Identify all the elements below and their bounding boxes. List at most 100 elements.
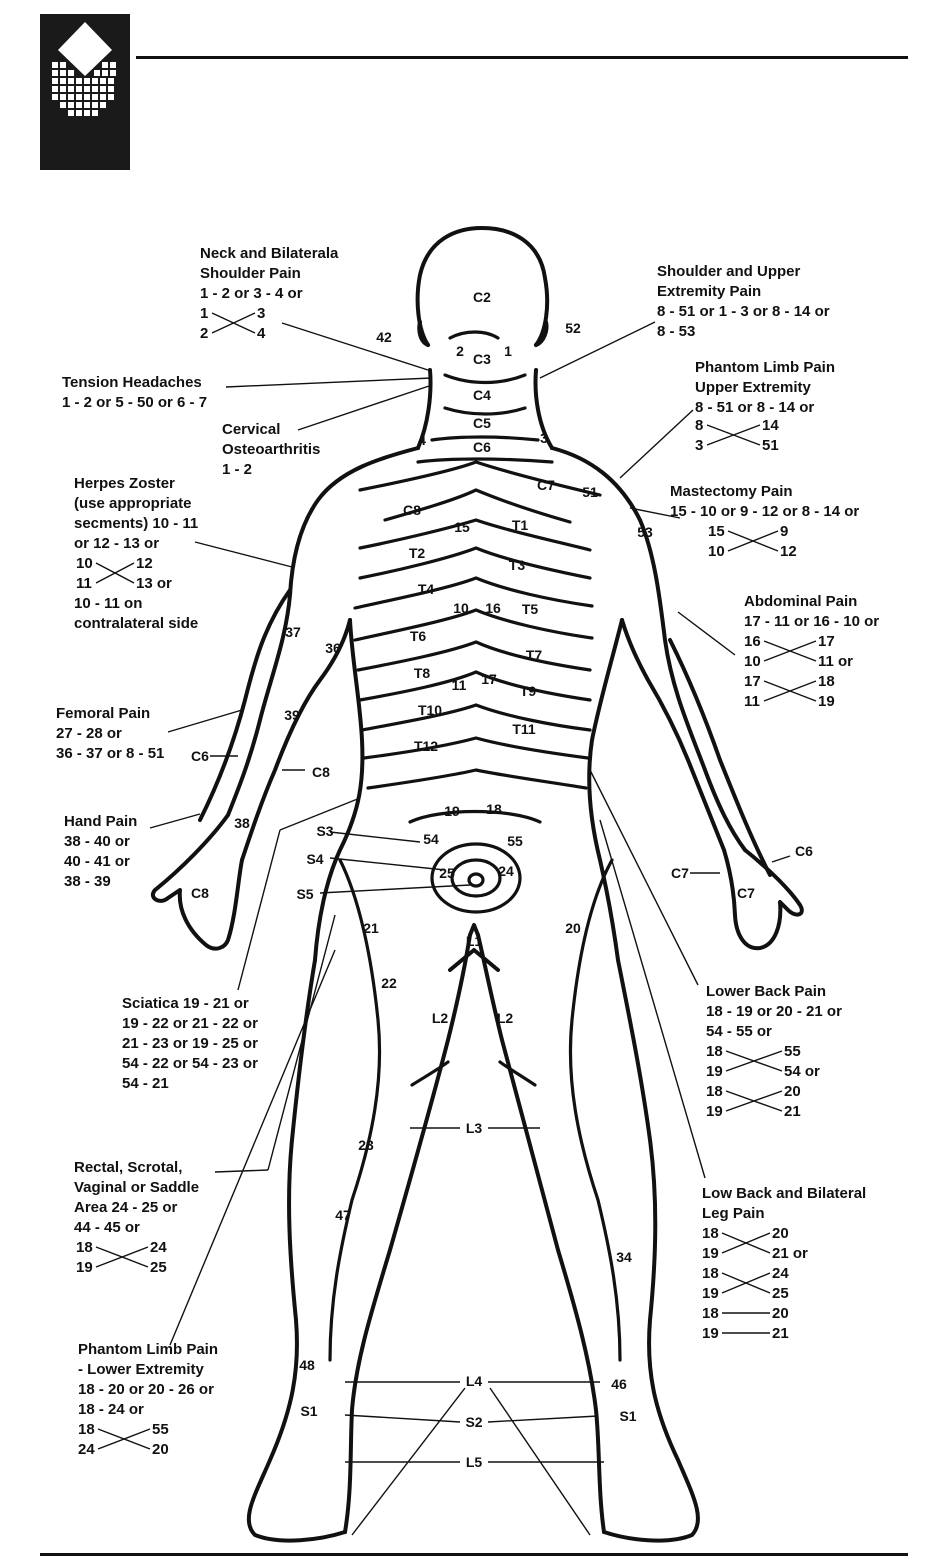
dermatome-label: S5 <box>296 886 313 902</box>
annotation-rectal-line: Vaginal or Saddle <box>74 1179 199 1196</box>
torso-left <box>313 618 365 962</box>
pair-bottom-left: 24 <box>78 1441 95 1458</box>
dermatome-label: 34 <box>616 1249 632 1265</box>
pair-bottom-right: 19 <box>818 693 835 710</box>
pair-top-right: 14 <box>762 417 779 434</box>
annotation-rectal-line: Rectal, Scrotal, <box>74 1159 182 1176</box>
dermatome-label: C8 <box>312 764 330 780</box>
dermatome-label: C7 <box>737 885 755 901</box>
dermatome-label: T9 <box>520 683 537 699</box>
dermatome-label: 19 <box>444 803 460 819</box>
pair-top-right: 17 <box>818 633 835 650</box>
pair-cross-line <box>721 1272 771 1294</box>
annotation-neck-shoulder-line: 1 - 2 or 3 - 4 or <box>200 285 303 302</box>
annotation-lower-back-line: Lower Back Pain <box>706 983 826 1000</box>
annotation-phantom-lower-line: 18 - 20 or 20 - 26 or <box>78 1381 214 1398</box>
dermatome-label: C7 <box>671 865 689 881</box>
pair-top-right: 9 <box>780 523 788 540</box>
pair-left: 19 <box>702 1325 719 1342</box>
dermatome-label: 52 <box>565 320 581 336</box>
dermatome-label: L1 <box>466 933 483 949</box>
dermatome-label: S4 <box>306 851 323 867</box>
annotation-hand-line: 38 - 39 <box>64 873 111 890</box>
neck-left <box>416 368 433 450</box>
dermatome-label: 22 <box>381 975 397 991</box>
annotation-femoral-line: 27 - 28 or <box>56 725 122 742</box>
pair-top-left: 8 <box>695 417 703 434</box>
annotation-herpes-line: or 12 - 13 or <box>74 535 159 552</box>
dermatome-label: 51 <box>582 484 598 500</box>
pair-bottom-right: 20 <box>152 1441 169 1458</box>
dermatome-label: C6 <box>473 439 491 455</box>
pair-top-left: 18 <box>702 1265 719 1282</box>
annotation-phantom-upper-line: Phantom Limb Pain <box>695 359 835 376</box>
dermatome-label: C6 <box>191 748 209 764</box>
annotation-hand-line: 40 - 41 or <box>64 853 130 870</box>
annotation-rectal-line: 44 - 45 or <box>74 1219 140 1236</box>
annotation-sciatica-line: Sciatica 19 - 21 or <box>122 995 249 1012</box>
pair-left: 18 <box>702 1305 719 1322</box>
pair-top-right: 20 <box>772 1225 789 1242</box>
annotation-herpes-line: (use appropriate <box>74 495 192 512</box>
leader-lines <box>149 321 791 1536</box>
annotation-phantom-lower-line: Phantom Limb Pain <box>78 1341 218 1358</box>
right-leg-inner <box>476 933 606 1534</box>
pair-cross-line <box>211 312 256 334</box>
annotation-phantom-lower-line: - Lower Extremity <box>78 1361 205 1378</box>
dermatome-label: 21 <box>363 920 379 936</box>
pair-bottom-right: 4 <box>257 325 266 342</box>
dermatome-label: 53 <box>637 524 653 540</box>
pair-cross-line <box>706 424 761 446</box>
dermatome-label: S1 <box>300 1403 317 1419</box>
dermatome-label: T1 <box>512 517 529 533</box>
annotation-cervical-line: Cervical <box>222 421 280 438</box>
dermatome-label: C5 <box>473 415 491 431</box>
pair-cross-line <box>95 1246 149 1268</box>
annotation-sciatica-line: 54 - 22 or 54 - 23 or <box>122 1055 258 1072</box>
pair-cross-line <box>763 680 817 702</box>
dermatome-label: 15 <box>454 519 470 535</box>
dermatome-label: 18 <box>486 801 502 817</box>
pair-bottom-right: 13 or <box>136 575 172 592</box>
pair-bottom-right: 11 or <box>818 653 853 670</box>
left-shoulder <box>226 446 420 817</box>
header-rule <box>136 56 908 59</box>
annotation-hand-line: 38 - 40 or <box>64 833 130 850</box>
annotation-sciatica-line: 19 - 22 or 21 - 22 or <box>122 1015 258 1032</box>
dermatome-label: 20 <box>565 920 581 936</box>
dermatome-label: C7 <box>537 477 555 493</box>
pair-right: 21 <box>772 1325 789 1342</box>
pair-bottom-right: 25 <box>772 1285 789 1302</box>
dermatome-label: 54 <box>423 831 439 847</box>
pair-top-right: 55 <box>152 1421 169 1438</box>
right-arm-outer <box>722 848 804 951</box>
pair-bottom-left: 19 <box>706 1063 723 1080</box>
dermatome-label: 36 <box>325 640 341 656</box>
dermatome-label: C6 <box>795 843 813 859</box>
pair-top-right: 20 <box>784 1083 801 1100</box>
dermatome-label: 11 <box>452 677 467 693</box>
pair-bottom-left: 10 <box>708 543 725 560</box>
dermatome-label: S1 <box>619 1408 636 1424</box>
pair-top-left: 16 <box>744 633 761 650</box>
annotation-abdominal-line: 17 - 11 or 16 - 10 or <box>744 613 879 630</box>
dermatome-label: S3 <box>316 823 333 839</box>
right-arm-mid <box>668 638 772 877</box>
dermatome-label: T11 <box>512 721 536 737</box>
left-arm-outer <box>150 813 244 951</box>
pair-bottom-left: 2 <box>200 325 208 342</box>
pair-top-left: 18 <box>706 1043 723 1060</box>
pair-cross-line <box>721 1232 771 1254</box>
pair-cross-line <box>725 1050 783 1072</box>
annotation-neck-shoulder-line: Neck and Bilaterala <box>200 245 339 262</box>
annotation-femoral-line: 36 - 37 or 8 - 51 <box>56 745 164 762</box>
dermatome-label: S2 <box>465 1414 482 1430</box>
head-outline <box>415 226 550 347</box>
pair-top-left: 18 <box>76 1239 93 1256</box>
dermatome-label: 3 <box>540 430 548 446</box>
dermatome-label: L5 <box>466 1454 483 1470</box>
left-leg-outer <box>246 958 347 1543</box>
annotation-cervical-line: Osteoarthritis <box>222 441 320 458</box>
